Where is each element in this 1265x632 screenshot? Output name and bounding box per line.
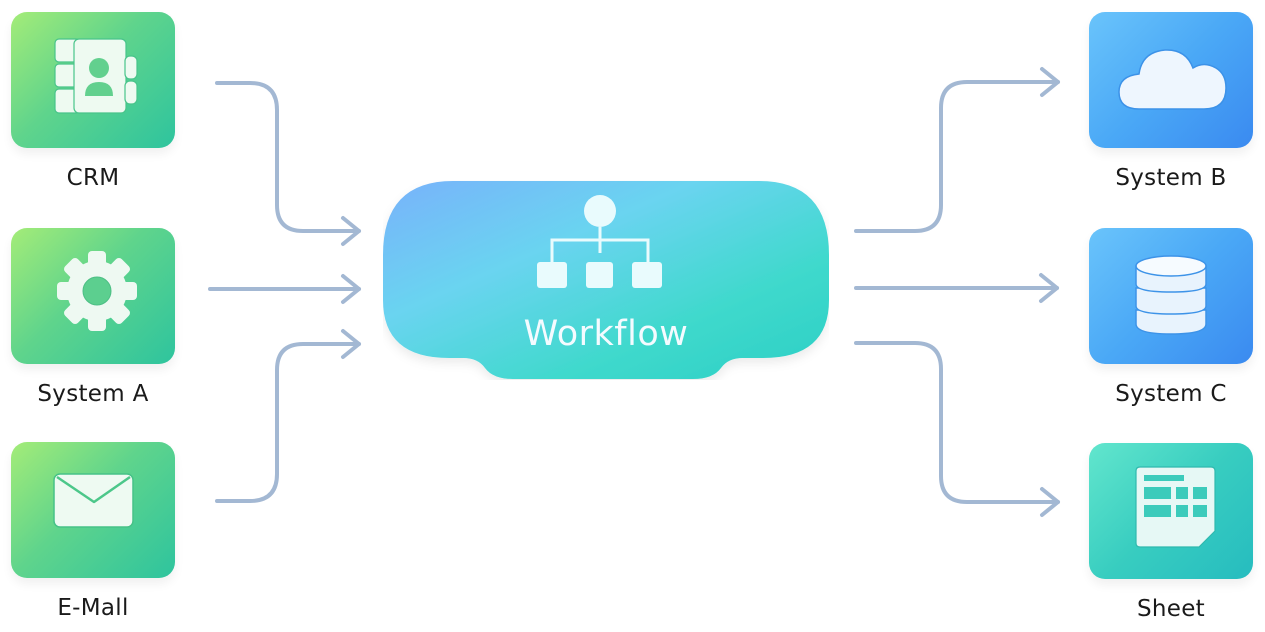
workflow-hub[interactable]: Workflow bbox=[383, 180, 829, 380]
node-label: System A bbox=[37, 381, 149, 407]
node-label: CRM bbox=[66, 165, 120, 191]
node-label: System C bbox=[1115, 381, 1227, 407]
sheet-tile[interactable] bbox=[1089, 443, 1253, 579]
edge-crm-to-workflow bbox=[215, 81, 361, 233]
edge-workflow-to-system-b bbox=[854, 80, 1060, 233]
arrowhead bbox=[341, 274, 361, 304]
spreadsheet-icon bbox=[1135, 466, 1216, 548]
node-system-c[interactable]: System C bbox=[1088, 228, 1254, 407]
arrowhead bbox=[341, 329, 361, 359]
node-system-a[interactable]: System A bbox=[10, 228, 176, 407]
gear-icon bbox=[57, 251, 137, 331]
node-crm[interactable]: CRM bbox=[10, 12, 176, 191]
node-label: E-Mall bbox=[57, 595, 129, 621]
envelope-icon bbox=[53, 473, 134, 528]
node-label: System B bbox=[1115, 165, 1227, 191]
arrowhead bbox=[341, 216, 361, 246]
hierarchy-icon bbox=[537, 195, 662, 288]
crm-tile[interactable] bbox=[11, 12, 175, 148]
system-a-tile[interactable] bbox=[11, 228, 175, 364]
database-icon bbox=[1135, 255, 1207, 335]
system-b-tile[interactable] bbox=[1089, 12, 1253, 148]
arrowhead bbox=[1040, 487, 1060, 517]
contact-book-icon bbox=[54, 38, 138, 114]
arrowhead bbox=[1039, 273, 1059, 303]
node-label: Sheet bbox=[1137, 596, 1205, 622]
workflow-label: Workflow bbox=[523, 314, 689, 354]
workflow-hub-shape bbox=[383, 181, 829, 379]
email-tile[interactable] bbox=[11, 442, 175, 578]
edge-workflow-to-sheet bbox=[854, 341, 1060, 504]
edge-email-to-workflow bbox=[215, 342, 361, 503]
arrowhead bbox=[1040, 67, 1060, 97]
node-system-b[interactable]: System B bbox=[1088, 12, 1254, 191]
cloud-icon bbox=[1118, 49, 1227, 110]
node-email[interactable]: E-Mall bbox=[10, 442, 176, 621]
node-sheet[interactable]: Sheet bbox=[1088, 443, 1254, 622]
system-c-tile[interactable] bbox=[1089, 228, 1253, 364]
